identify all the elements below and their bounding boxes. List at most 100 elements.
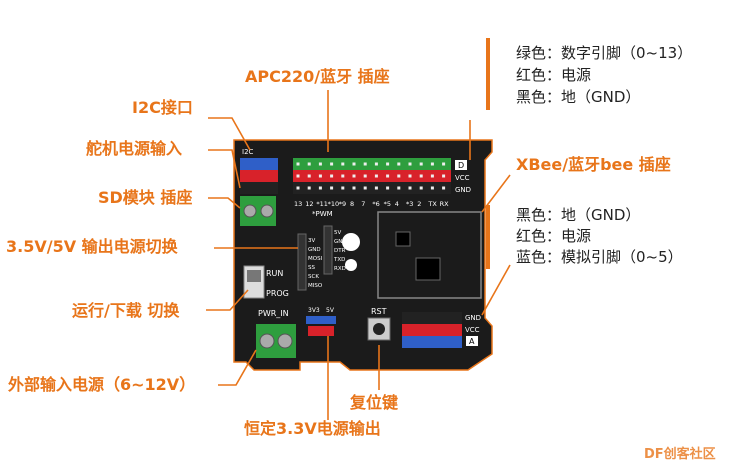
- digital-pin-label: 2: [417, 200, 421, 208]
- v33-callout: 恒定3.3V电源输出: [244, 419, 381, 438]
- digital-legend-bar: [486, 38, 490, 110]
- xbee-callout: XBee/蓝牙bee 插座: [516, 155, 671, 174]
- digital-legend-item: 黑色：地（GND）: [516, 88, 640, 106]
- reset-button: [367, 317, 391, 341]
- bt-pin-labels: 5V GND DTR TXD RXD: [333, 230, 347, 272]
- header-pin: [397, 162, 401, 166]
- header-pin: [397, 186, 401, 190]
- header-pin: [442, 186, 446, 190]
- digital-marker: D: [458, 161, 464, 170]
- analog-gnd-label: GND: [465, 314, 481, 322]
- analog-legend-item: 黑色：地（GND）: [516, 206, 640, 224]
- header-pin: [430, 174, 434, 178]
- digital-pin-label: 4: [395, 200, 399, 208]
- analog-header: [402, 312, 462, 348]
- bt-pin-label: RXD: [334, 266, 346, 272]
- analog-legend-item: 红色：电源: [516, 227, 591, 245]
- sd-pin-label: MOSI: [308, 256, 323, 262]
- pwm-note: *PWM: [312, 210, 333, 218]
- header-pin: [374, 174, 378, 178]
- xbee-socket: [377, 211, 482, 299]
- header-pin: [341, 162, 345, 166]
- sd-pin-label: 3V: [308, 238, 315, 244]
- v33-label: 3V3: [308, 307, 320, 314]
- i2c-callout: I2C接口: [132, 98, 193, 117]
- header-pin: [296, 162, 300, 166]
- apc220-callout: APC220/蓝牙 插座: [245, 67, 390, 86]
- sd-pin-labels: 3V GND MOSI SS SCK MISO: [308, 238, 323, 289]
- sd-header: [297, 233, 307, 291]
- digital-marker-box: [455, 160, 467, 170]
- header-pin: [374, 186, 378, 190]
- header-pin: [296, 174, 300, 178]
- analog-marker-box: [466, 336, 478, 346]
- bt-pin-label: 5V: [334, 230, 341, 236]
- bt-pin-label: TXD: [333, 257, 345, 263]
- header-pin: [318, 174, 322, 178]
- header-pin: [307, 174, 311, 178]
- i2c-header: [240, 158, 278, 194]
- run-prog-switch: [243, 265, 265, 299]
- reset-callout: 复位键: [349, 393, 398, 412]
- power-terminal: [256, 324, 296, 358]
- header-pin: [397, 174, 401, 178]
- header-pin: [419, 162, 423, 166]
- analog-legend-bar: [486, 205, 490, 269]
- gear-icon: [345, 259, 357, 271]
- digital-pin-label: RX: [440, 200, 450, 208]
- digital-vcc-label: VCC: [455, 174, 470, 182]
- dfrobot-logo: [342, 233, 360, 251]
- header-pin: [363, 186, 367, 190]
- sd-pin-label: GND: [308, 247, 321, 253]
- header-pin: [419, 174, 423, 178]
- header-pin: [318, 162, 322, 166]
- header-pin: [386, 162, 390, 166]
- header-pin: [341, 174, 345, 178]
- digital-pin-label: *6: [372, 200, 379, 208]
- digital-pin-label: *5: [384, 200, 391, 208]
- header-pin: [307, 162, 311, 166]
- v33-header: [306, 316, 336, 336]
- digital-pin-label: TX: [427, 200, 437, 208]
- analog-vcc-label: VCC: [465, 326, 480, 334]
- digital-legend-item: 绿色：数字引脚（0~13）: [516, 44, 692, 62]
- sd-pin-label: MISO: [308, 283, 323, 289]
- watermark: DF创客社区: [644, 446, 716, 462]
- header-pin: [363, 162, 367, 166]
- header-pin: [408, 162, 412, 166]
- header-pin: [352, 162, 356, 166]
- digital-pin-label: 8: [350, 200, 354, 208]
- header-pin: [386, 186, 390, 190]
- sd-pin-label: SCK: [308, 274, 319, 280]
- header-pin: [408, 174, 412, 178]
- digital-gnd-label: GND: [455, 186, 471, 194]
- bt-pin-label: GND: [334, 239, 347, 245]
- run-label: RUN: [266, 269, 283, 278]
- rst-label: RST: [371, 307, 387, 316]
- header-pin: [330, 186, 334, 190]
- digital-pin-label: 7: [361, 200, 365, 208]
- leader-lines: [206, 90, 511, 420]
- header-pin: [330, 162, 334, 166]
- digital-pin-label: *9: [339, 200, 346, 208]
- prog-label: PROG: [266, 289, 289, 298]
- header-pin: [374, 162, 378, 166]
- digital-pins: [296, 162, 446, 190]
- header-pin: [330, 174, 334, 178]
- pwr-in-label: PWR_IN: [258, 309, 289, 318]
- header-pin: [419, 186, 423, 190]
- i2c-label: I2C: [242, 148, 254, 156]
- header-pin: [296, 186, 300, 190]
- header-pin: [408, 186, 412, 190]
- ext-power-callout: 外部输入电源（6~12V）: [7, 375, 195, 394]
- run-prog-callout: 运行/下载 切换: [72, 301, 180, 320]
- digital-pin-label: *3: [406, 200, 413, 208]
- bt-pin-label: DTR: [334, 248, 346, 254]
- digital-header: [293, 158, 451, 194]
- analog-marker: A: [469, 337, 475, 346]
- sd-pin-label: SS: [308, 265, 315, 271]
